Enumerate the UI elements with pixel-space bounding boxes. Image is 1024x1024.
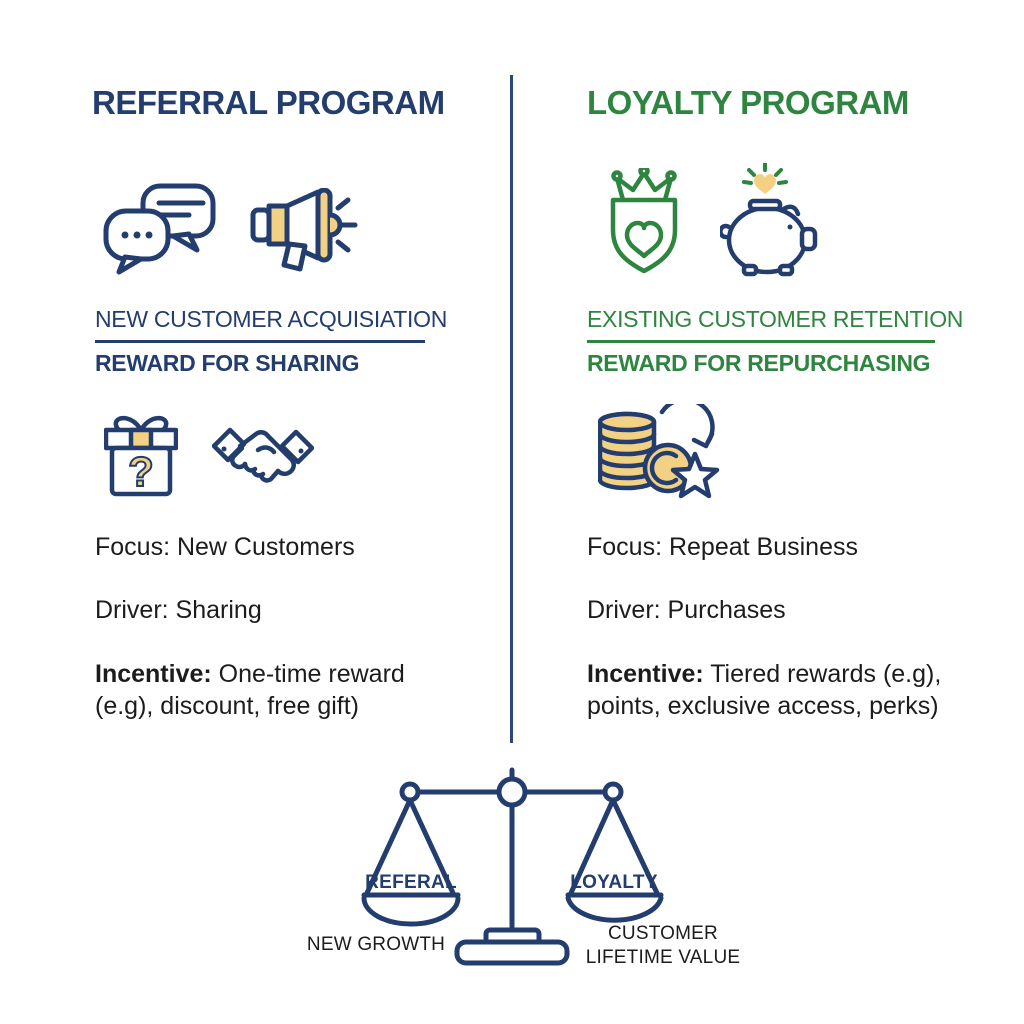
- crowned-heart-shield-icon: [607, 168, 681, 276]
- referral-focus-line: Focus: New Customers: [95, 533, 355, 561]
- scale-left-caption: NEW GROWTH: [306, 934, 446, 955]
- referral-subtitle-secondary: REWARD FOR SHARING: [95, 350, 360, 376]
- loyalty-subtitle-underline: [587, 340, 935, 343]
- scale-right-caption-line1: CUSTOMER: [608, 923, 718, 944]
- loyalty-subtitle-secondary: REWARD FOR REPURCHASING: [587, 350, 931, 376]
- loyalty-subtitle-primary: EXISTING CUSTOMER RETENTION: [587, 306, 964, 332]
- referral-incentive-value: One-time reward (e.g), discount, free gi…: [95, 660, 405, 720]
- piggy-bank-icon: [720, 163, 820, 277]
- scale-right-pan-label: LOYALTY: [570, 872, 658, 893]
- column-divider: [510, 75, 513, 743]
- handshake-icon: [212, 422, 314, 500]
- loyalty-driver-line: Driver: Purchases: [587, 596, 786, 624]
- loyalty-focus-line: Focus: Repeat Business: [587, 533, 858, 561]
- megaphone-icon: [250, 188, 365, 272]
- referral-program-title: REFERRAL PROGRAM: [92, 84, 445, 121]
- scale-right-caption: CUSTOMER LIFETIME VALUE: [563, 922, 763, 970]
- loyalty-program-title: LOYALTY PROGRAM: [587, 84, 909, 121]
- loyalty-incentive-value: Tiered rewards (e.g), points, exclusive …: [587, 660, 942, 720]
- referral-subtitle-underline: [95, 340, 425, 343]
- referral-incentive-line: Incentive: One-time reward (e.g), discou…: [95, 658, 435, 722]
- loyalty-incentive-line: Incentive: Tiered rewards (e.g), points,…: [587, 658, 967, 722]
- gift-box-icon: ?: [104, 410, 178, 498]
- balance-scale-icon: [320, 755, 720, 985]
- scale-right-caption-line2: LIFETIME VALUE: [585, 947, 741, 968]
- referral-driver-line: Driver: Sharing: [95, 596, 262, 624]
- scale-left-pan-label: REFERAL: [365, 872, 457, 893]
- loyalty-incentive-label: Incentive:: [587, 660, 704, 688]
- referral-subtitle-primary: NEW CUSTOMER ACQUISIATION: [95, 306, 448, 332]
- referral-incentive-label: Incentive:: [95, 660, 212, 688]
- coin-stack-icon: [598, 404, 720, 501]
- svg-text:?: ?: [128, 448, 154, 495]
- chat-bubbles-icon: [103, 183, 219, 277]
